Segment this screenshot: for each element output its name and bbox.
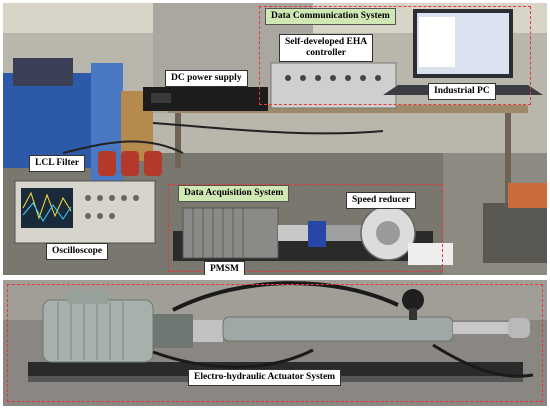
dc-power-supply-label: DC power supply <box>165 70 248 87</box>
data-acquisition-label: Data Acquisition System <box>178 185 290 202</box>
data-communication-dashed-frame <box>259 6 531 105</box>
lcl-filter-label: LCL Filter <box>29 155 86 172</box>
eha-system-photo: Electro-hydraulic Actuator System <box>3 280 547 406</box>
eha-system-illustration <box>3 280 547 406</box>
data-communication-label: Data Communication System <box>265 8 396 25</box>
eha-system-dashed-frame <box>7 284 543 402</box>
oscilloscope-label: Oscilloscope <box>46 243 109 260</box>
test-bench-photo: Data Communication System Self-developed… <box>3 3 547 275</box>
data-acquisition-dashed-frame <box>168 184 443 272</box>
industrial-pc-label: Industrial PC <box>428 83 496 100</box>
test-bench-illustration <box>3 3 547 275</box>
speed-reducer-label: Speed reducer <box>346 192 417 209</box>
eha-system-label: Electro-hydraulic Actuator System <box>188 369 342 386</box>
eha-controller-label: Self-developed EHA controller <box>279 34 374 62</box>
pmsm-label: PMSM <box>204 261 246 275</box>
